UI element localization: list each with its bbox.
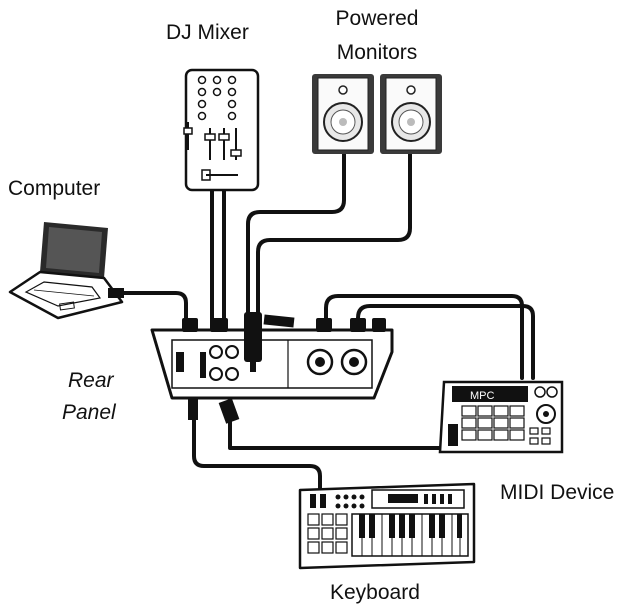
midi-device-icon: MPC [438,380,564,454]
midi-cable-inner [356,304,535,380]
usb-cable [122,291,188,332]
keyboard-cable [192,398,322,494]
rear-panel-label-line1: Rear [68,369,114,392]
powered-monitors-label-line2: Monitors [336,41,418,64]
midi-device-label: MIDI Device [500,481,615,504]
powered-monitors-label-line1: Powered [335,7,419,30]
dj-mixer-icon [183,68,260,192]
midi-device-display: MPC [470,390,495,402]
midi-cable-outer [324,294,524,380]
keyboard-label: Keyboard [330,581,420,604]
monitor-left-cable [246,150,346,324]
cables [122,150,535,494]
rear-panel-icon [150,312,394,424]
midi-cable-lower [228,418,450,450]
computer-label: Computer [8,177,101,200]
powered-monitor-icon [380,74,442,154]
keyboard-icon [298,482,476,570]
laptop-icon [8,222,124,320]
dj-mixer-label: DJ Mixer [166,21,249,44]
powered-monitor-icon [312,74,374,154]
rear-panel-label-line2: Panel [62,401,116,424]
monitor-right-cable [256,150,412,324]
